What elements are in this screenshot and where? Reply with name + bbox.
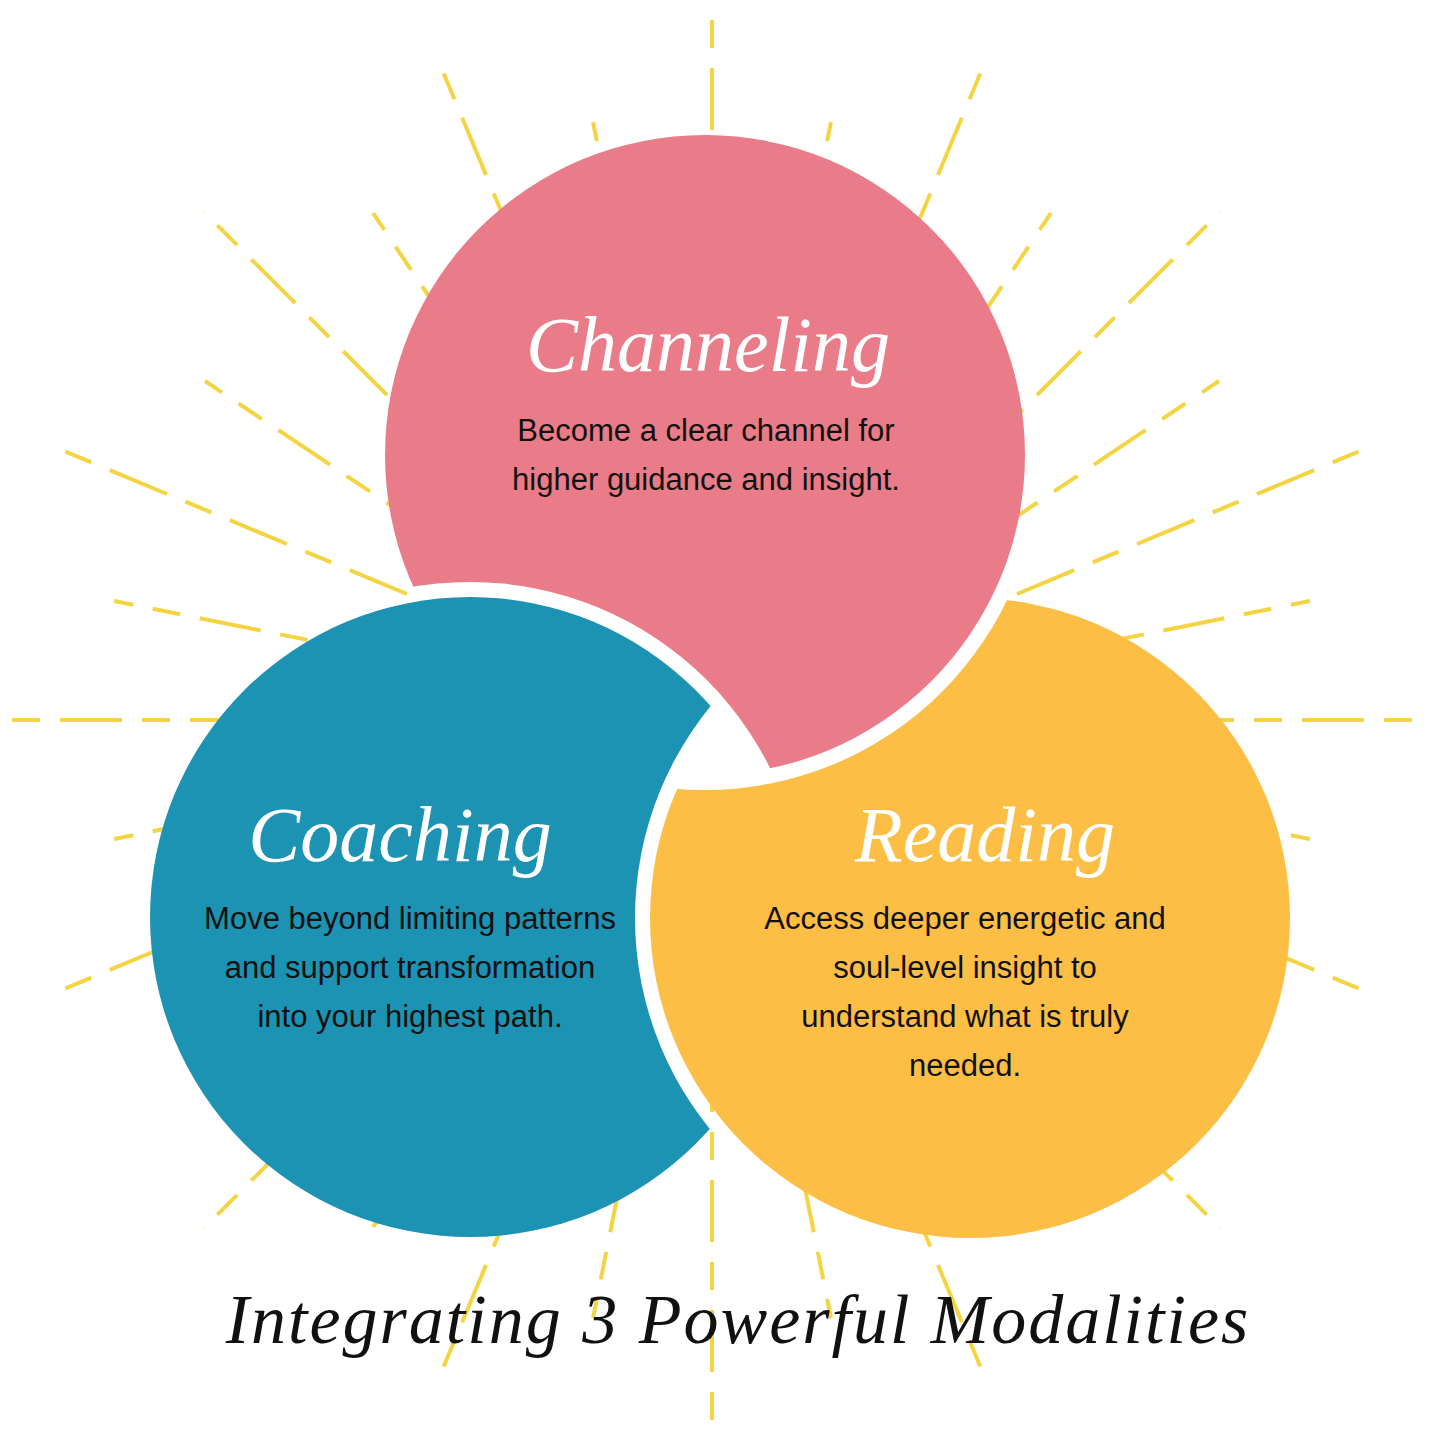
modality-circle: ReadingAccess deeper energetic and soul-… [650,598,1290,1238]
diagram-title: Integrating 3 Powerful Modalities [18,1278,1440,1362]
modality-heading: Channeling [408,305,1008,385]
circle-fill [650,598,1290,1238]
modality-description: Become a clear channel for higher guidan… [471,406,941,504]
modality-description: Move beyond limiting patterns and suppor… [200,894,620,1041]
modality-description: Access deeper energetic and soul-level i… [760,894,1170,1090]
modality-heading: Coaching [100,795,700,875]
modality-heading: Reading [685,795,1285,875]
